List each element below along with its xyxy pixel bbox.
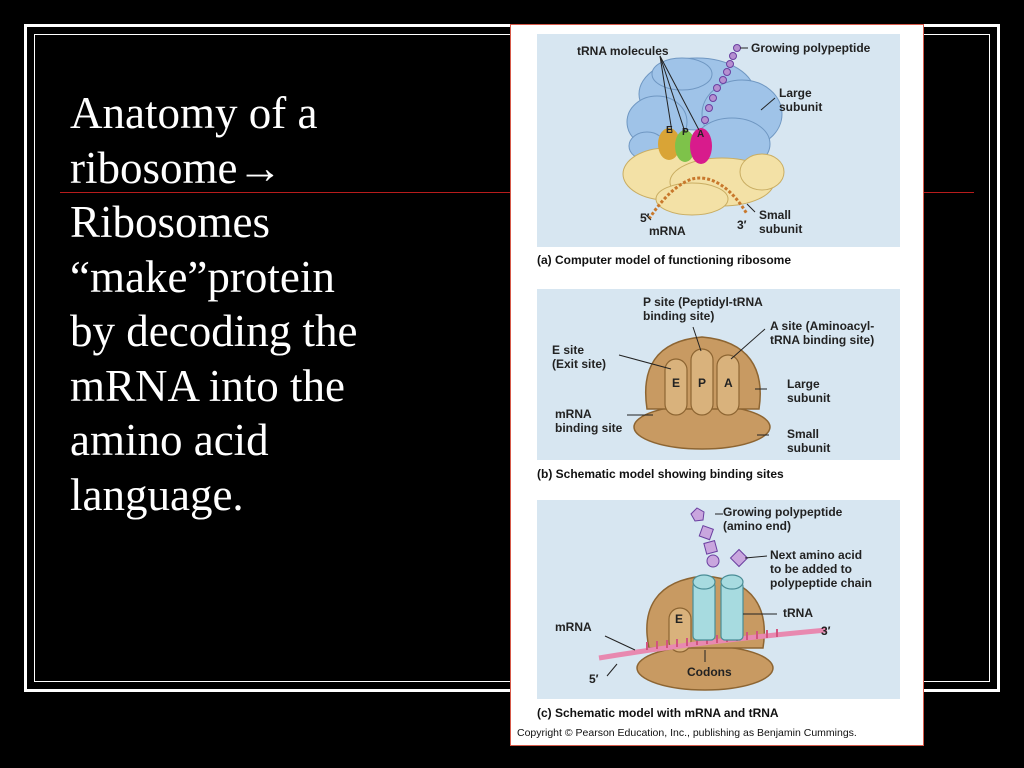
label-trna-molecules: tRNA molecules (577, 44, 669, 58)
panel-c-mrna-trna: Growing polypeptide (amino end) Next ami… (537, 500, 900, 699)
label-growing-polypeptide: Growing polypeptide (751, 41, 871, 55)
label-e-site: E site (Exit site) (552, 343, 607, 371)
copyright-notice: Copyright © Pearson Education, Inc., pub… (517, 727, 857, 739)
slot-label-a: A (724, 376, 733, 390)
site-label-e: E (666, 125, 673, 136)
ribosome-3d-model-illustration (622, 44, 785, 221)
label-next-amino-acid: Next amino acid to be added to polypepti… (770, 548, 873, 590)
label-five-prime: 5′ (640, 211, 650, 225)
label-codons: Codons (687, 665, 732, 679)
ribosome-figure: tRNA molecules Growing polypeptide Large… (510, 24, 924, 746)
label-five-prime-c: 5′ (589, 672, 599, 686)
slot-label-e-c: E (675, 612, 684, 626)
label-large-subunit: Large subunit (779, 86, 823, 114)
label-mrna: mRNA (649, 224, 686, 238)
label-large-subunit-b: Large subunit (787, 377, 831, 405)
label-mrna-binding-site: mRNA binding site (555, 407, 623, 435)
label-p-site: P site (Peptidyl-tRNA binding site) (643, 295, 763, 323)
ribosome-schematic-illustration (618, 326, 771, 450)
slide-body-text: Anatomy of a ribosome→ Ribosomes “make”p… (70, 88, 358, 520)
caption-panel-b: (b) Schematic model showing binding site… (537, 467, 784, 481)
site-label-p: P (682, 127, 689, 138)
label-small-subunit-b: Small subunit (787, 427, 831, 455)
label-three-prime-c: 3′ (821, 624, 831, 638)
caption-panel-a: (a) Computer model of functioning riboso… (537, 253, 791, 267)
label-three-prime: 3′ (737, 218, 747, 232)
panel-a-computer-model: tRNA molecules Growing polypeptide Large… (537, 34, 900, 247)
slot-label-e: E (672, 376, 681, 390)
label-trna: tRNA (783, 606, 813, 620)
translation-schematic-illustration (598, 507, 828, 691)
label-mrna-c: mRNA (555, 620, 592, 634)
slot-label-p: P (698, 376, 707, 390)
caption-panel-c: (c) Schematic model with mRNA and tRNA (537, 706, 779, 720)
label-small-subunit: Small subunit (759, 208, 803, 236)
label-growing-polypeptide-c: Growing polypeptide (amino end) (723, 505, 843, 533)
site-label-a: A (697, 129, 705, 140)
panel-b-binding-sites: P site (Peptidyl-tRNA binding site) A si… (537, 289, 900, 460)
label-a-site: A site (Aminoacyl- tRNA binding site) (770, 319, 875, 347)
